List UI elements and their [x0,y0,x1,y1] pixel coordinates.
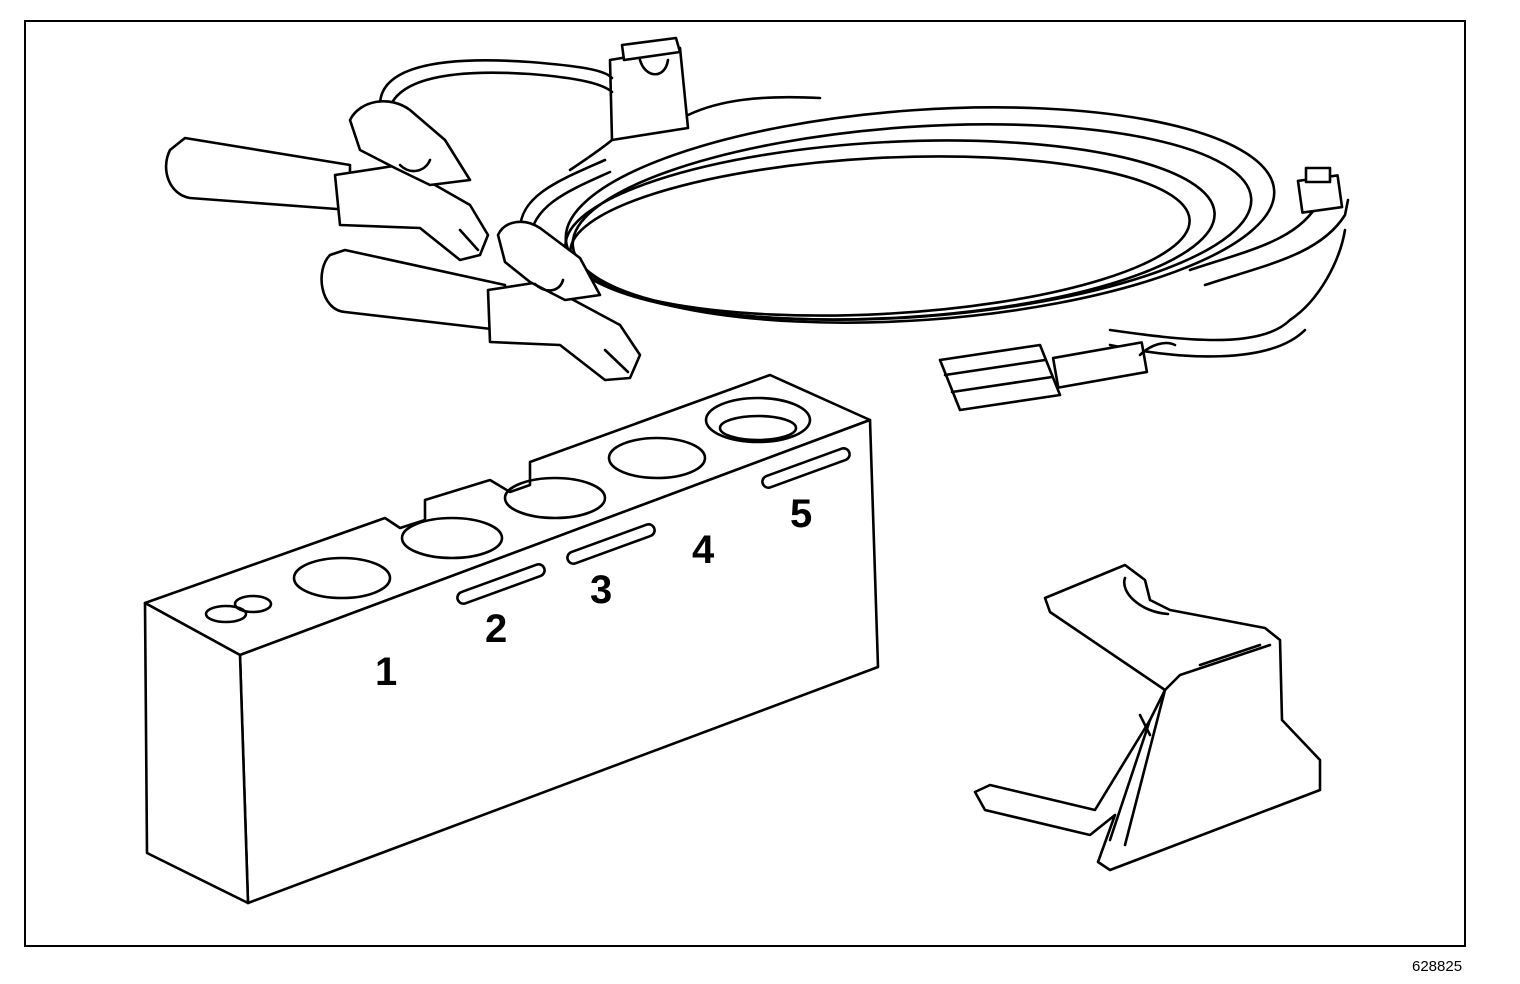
slot-label-2: 2 [485,607,507,651]
slot-label-1: 1 [375,650,397,694]
test-lead-harness [164,36,1350,412]
slot-label-3: 3 [590,568,612,612]
figure-reference-number: 628825 [1412,958,1463,975]
slot-label-4: 4 [692,528,715,572]
fuse-holder [568,36,822,172]
gauge-block: 1 2 3 4 5 [143,373,880,905]
multi-pin-connector [938,341,1177,412]
alligator-clip-upper [164,100,490,262]
slot-label-5: 5 [790,492,812,536]
alligator-clip-lower [320,220,642,382]
figure-frame [24,20,1466,947]
small-connector [1296,166,1344,214]
mounting-bracket [973,563,1322,872]
